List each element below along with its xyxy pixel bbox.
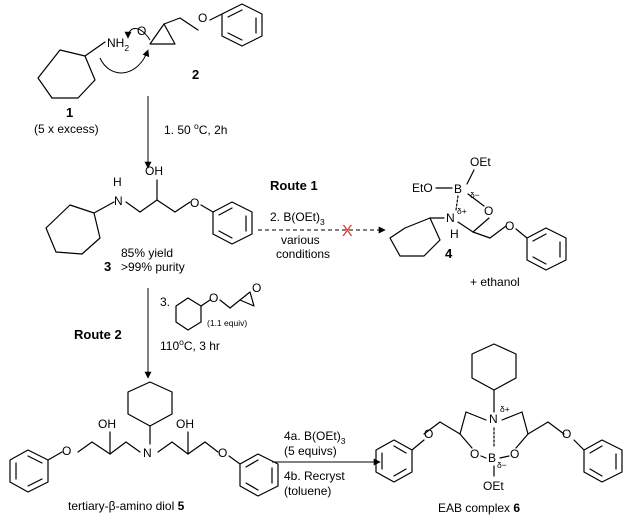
phenyl-ring-right xyxy=(583,439,623,483)
cyclohexane-ring xyxy=(389,217,441,257)
phenyl-glycidyl-ether-reagent: O O xyxy=(175,281,261,331)
ether-oxygen-right: O xyxy=(562,427,571,441)
compound-2-structure: O O 2 xyxy=(137,3,263,82)
eto-left: EtO xyxy=(412,181,433,195)
ring-oxygen-left: O xyxy=(470,447,479,461)
compound-4-structure: OEt EtO B δ− O N δ+ H O 4 + ethanol xyxy=(389,155,567,289)
nitrogen-delta-plus: δ+ xyxy=(500,404,510,414)
ether-oxygen-right: O xyxy=(218,446,227,460)
nh-nitrogen-h: H xyxy=(113,175,122,189)
ethanol-byproduct: + ethanol xyxy=(470,275,520,289)
epoxide-oxygen: O xyxy=(137,24,146,38)
nitrogen-h: H xyxy=(450,227,459,241)
boron-delta-minus: δ− xyxy=(497,460,507,470)
nh2-label: NH2 xyxy=(107,36,129,53)
compound-1-number: 1 xyxy=(66,105,73,120)
ether-oxygen: O xyxy=(190,196,199,210)
compound-5-label: tertiary-β-amino diol 5 xyxy=(68,499,185,513)
cyclohexane-ring xyxy=(37,49,96,99)
phenyl-ring xyxy=(212,201,253,245)
hydroxyl-label: OH xyxy=(145,164,163,178)
phenyl-ring xyxy=(175,297,202,331)
phenyl-ring xyxy=(526,227,567,271)
route-1-label: Route 1 xyxy=(270,178,318,193)
compound-1-note: (5 x excess) xyxy=(34,122,99,136)
epoxide-ring xyxy=(239,291,255,307)
compound-3-yield: 85% yield xyxy=(121,246,173,260)
compound-5-structure: N OH O OH O tertiary-β-amino diol 5 xyxy=(9,381,279,513)
phenyl-ring-left xyxy=(9,449,49,493)
cyclohexane-ring xyxy=(45,204,101,255)
ether-oxygen: O xyxy=(209,291,218,305)
nitrogen-atom: N xyxy=(489,412,498,426)
hydroxyl-right: OH xyxy=(176,417,194,431)
ether-oxygen-left: O xyxy=(62,444,71,458)
step-3-conditions: 110oC, 3 hr xyxy=(160,337,220,353)
compound-4-number: 4 xyxy=(445,246,453,261)
failed-reaction-cross-icon: X xyxy=(342,223,353,240)
ammonium-nitrogen: N xyxy=(446,211,455,225)
ring-oxygen: O xyxy=(484,204,493,218)
compound-6-label: EAB complex 6 xyxy=(438,501,520,515)
epoxide-ring xyxy=(149,23,176,45)
step-4a-equiv: (5 equivs) xyxy=(284,444,337,458)
tertiary-nitrogen: N xyxy=(143,446,152,460)
ether-oxygen-left: O xyxy=(424,427,433,441)
epoxide-opening-arrow xyxy=(124,28,151,41)
step-3-number: 3. xyxy=(160,295,170,309)
route-2-label: Route 2 xyxy=(74,327,122,342)
step-1-conditions: 1. 50 oC, 2h xyxy=(164,121,227,137)
route-1-various: various xyxy=(281,233,320,247)
boron-atom: B xyxy=(454,182,462,196)
step-4b-toluene: (toluene) xyxy=(284,484,331,498)
hydroxyl-left: OH xyxy=(98,417,116,431)
compound-1-structure: NH2 1 (5 x excess) xyxy=(34,36,129,136)
cyclohexane-ring xyxy=(127,381,173,427)
compound-3-structure: H N OH O 3 85% yield >99% purity xyxy=(45,164,253,274)
compound-6-structure: N δ+ O O B δ− OEt O O EAB complex 6 xyxy=(375,343,623,515)
boron-delta-minus: δ− xyxy=(470,190,480,200)
ether-oxygen: O xyxy=(505,219,514,233)
nh-nitrogen: N xyxy=(114,194,123,208)
step-4b-recryst: 4b. Recryst xyxy=(284,469,345,483)
ring-oxygen-right: O xyxy=(510,447,519,461)
epoxide-oxygen: O xyxy=(252,281,261,295)
compound-3-purity: >99% purity xyxy=(121,260,185,274)
boron-oet: OEt xyxy=(483,479,504,493)
b-oet-top: OEt xyxy=(470,155,491,169)
cyclohexane-ring xyxy=(471,343,517,391)
phenyl-ring-left xyxy=(375,439,413,483)
compound-3-number: 3 xyxy=(104,259,111,274)
reagent-equiv: (1.1 equiv) xyxy=(207,318,247,328)
ether-oxygen: O xyxy=(198,11,207,25)
route-1-conditions: conditions xyxy=(276,247,330,261)
nitrogen-delta-plus: δ+ xyxy=(457,206,467,216)
nucleophilic-attack-arrow xyxy=(99,49,150,74)
compound-2-number: 2 xyxy=(192,67,199,82)
route-1-reagent: 2. B(OEt)3 xyxy=(270,210,325,227)
boron-atom: B xyxy=(488,451,496,465)
phenyl-ring xyxy=(221,3,263,47)
phenyl-ring-right xyxy=(239,453,279,497)
step-4a-reagent: 4a. B(OEt)3 xyxy=(284,429,346,446)
